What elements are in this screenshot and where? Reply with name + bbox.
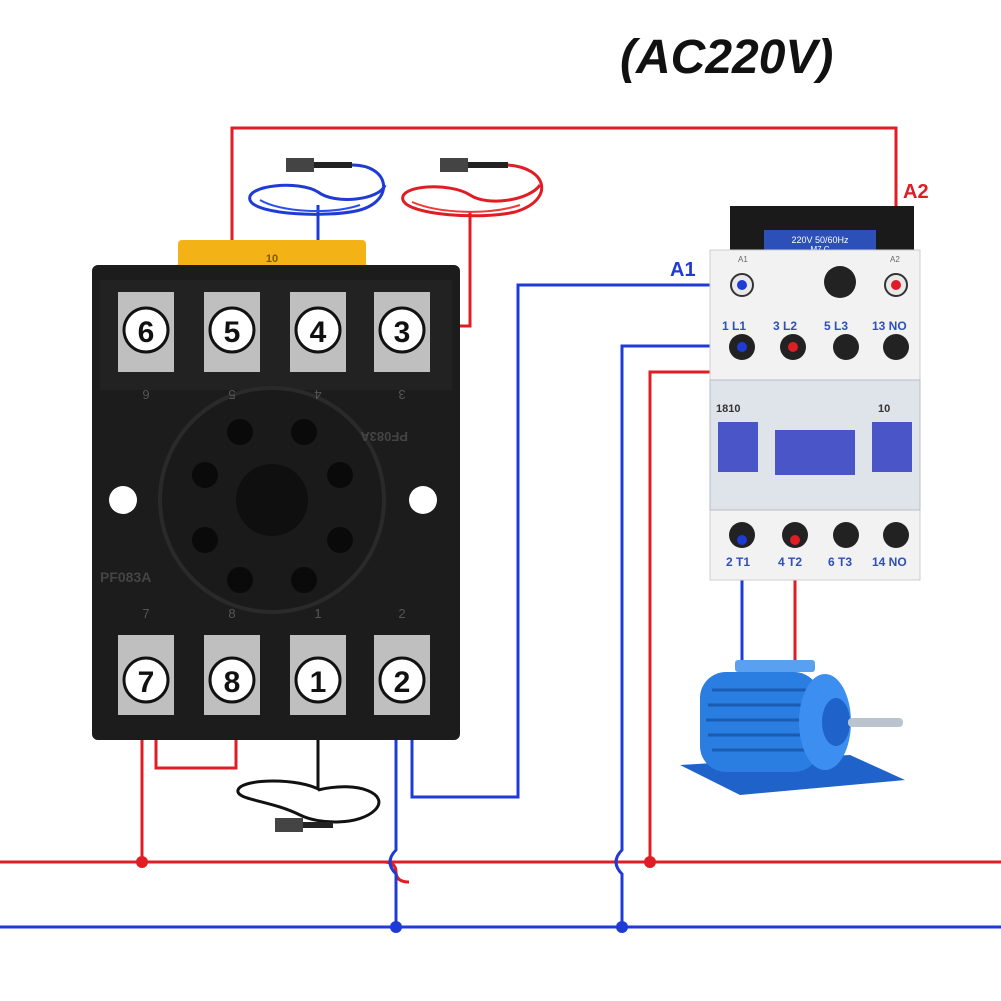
terminal-7-label: 7 <box>138 666 155 699</box>
l3-terminal <box>833 334 859 360</box>
model-marking-bottom: PF083A <box>100 569 151 585</box>
top-terminals: 6 5 4 3 6 5 4 3 <box>118 292 430 402</box>
terminal-2: 2 <box>374 635 430 715</box>
junction-dot-neutral-left <box>390 921 402 933</box>
label-l1: 1 L1 <box>722 319 746 333</box>
model-marking-top: PF083A <box>360 429 408 444</box>
socket-latch-text: 10 <box>266 253 278 265</box>
window-left-text: 1810 <box>716 403 740 415</box>
terminal-5-label: 5 <box>224 316 241 349</box>
14no-terminal <box>883 522 909 548</box>
terminal-4: 4 <box>290 292 346 372</box>
t3-terminal <box>833 522 859 548</box>
wire-terminal-2-to-a1 <box>410 283 742 799</box>
live-bus-wire <box>0 860 1001 884</box>
socket-latch <box>178 240 366 270</box>
terminal-1: 1 <box>290 635 346 715</box>
blue-probe-icon <box>248 158 387 216</box>
a2-small-label: A2 <box>890 255 900 264</box>
label-a2: A2 <box>903 181 929 203</box>
mark-5: 5 <box>228 387 235 402</box>
contactor: 220V 50/60Hz M7 C A1 A2 1 L1 3 L2 5 L3 1… <box>709 206 921 581</box>
label-t1: 2 T1 <box>726 555 750 569</box>
motor-icon <box>680 660 905 795</box>
mark-2: 2 <box>398 606 405 621</box>
window-block-left <box>718 422 758 472</box>
mark-7: 7 <box>142 606 149 621</box>
black-probe-icon <box>236 779 381 832</box>
label-a1: A1 <box>670 259 696 281</box>
terminal-3-label: 3 <box>394 316 411 349</box>
wire-terminal-2-to-neutral <box>388 700 398 927</box>
terminal-2-label: 2 <box>394 666 411 699</box>
terminal-1-label: 1 <box>310 666 327 699</box>
junction-dot-live-right <box>644 856 656 868</box>
center-key <box>236 464 308 536</box>
terminal-8-label: 8 <box>224 666 241 699</box>
junction-dot-neutral-right <box>616 921 628 933</box>
center-screw <box>824 266 856 298</box>
window-block-right <box>872 422 912 472</box>
wire-l1-to-neutral <box>614 344 742 927</box>
terminal-3: 3 <box>374 292 430 372</box>
pin-holes <box>192 419 353 593</box>
label-l3: 5 L3 <box>824 319 848 333</box>
13no-terminal <box>883 334 909 360</box>
junction-dot-live-left <box>136 856 148 868</box>
mark-8: 8 <box>228 606 235 621</box>
label-14no: 14 NO <box>872 555 907 569</box>
label-l2: 3 L2 <box>773 319 797 333</box>
label-t2: 4 T2 <box>778 555 802 569</box>
mounting-hole-right <box>409 486 437 514</box>
red-probe-icon <box>401 158 544 218</box>
label-13no: 13 NO <box>872 319 907 333</box>
label-t3: 6 T3 <box>828 555 852 569</box>
terminal-7: 7 <box>118 635 174 715</box>
window-right-text: 10 <box>878 403 890 415</box>
bottom-terminals: 7 8 1 2 7 8 1 2 <box>118 606 430 715</box>
nameplate-text: 220V 50/60Hz <box>791 235 849 245</box>
mark-3: 3 <box>398 387 405 402</box>
mark-6: 6 <box>142 387 149 402</box>
a1-small-label: A1 <box>738 255 748 264</box>
terminal-6-label: 6 <box>138 316 155 349</box>
terminal-8: 8 <box>204 635 260 715</box>
terminal-6: 6 <box>118 292 174 372</box>
window-block-center <box>775 430 855 475</box>
voltage-title: (AC220V) <box>620 31 834 84</box>
terminal-4-label: 4 <box>310 316 327 349</box>
mounting-hole-left <box>109 486 137 514</box>
mark-4: 4 <box>314 387 321 402</box>
mark-1: 1 <box>314 606 321 621</box>
terminal-5: 5 <box>204 292 260 372</box>
